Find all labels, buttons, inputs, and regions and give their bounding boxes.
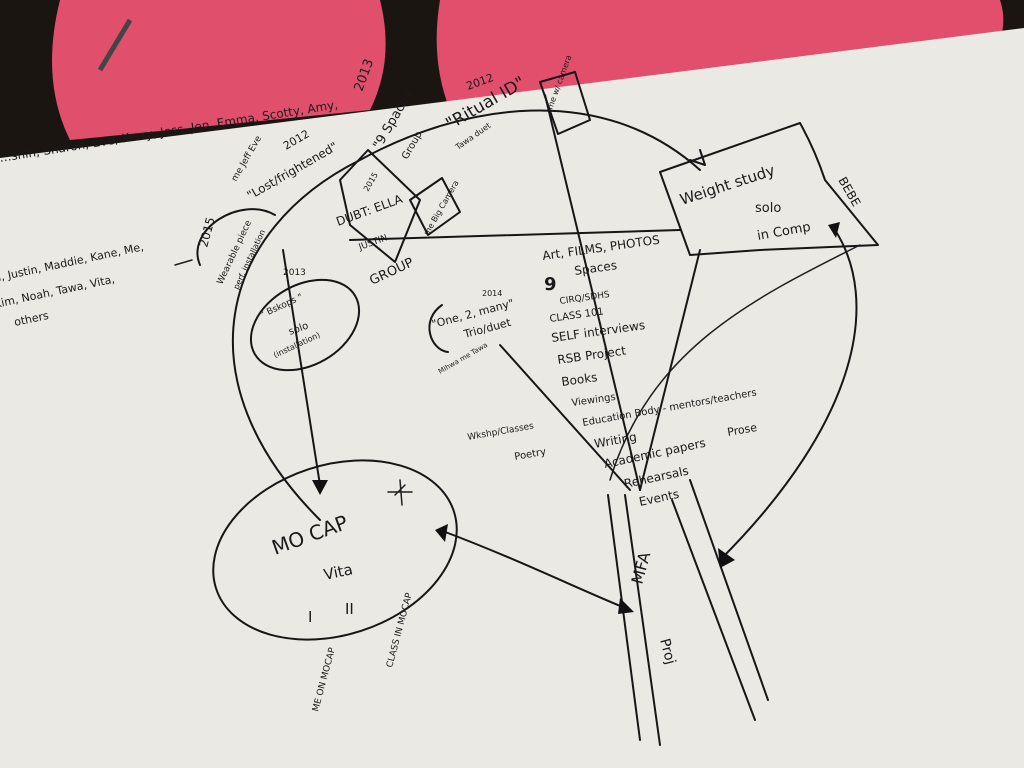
mfa-column bbox=[607, 479, 769, 746]
one2many-bracket bbox=[428, 304, 449, 353]
branch-poetry: Poetry bbox=[514, 447, 547, 463]
big-arc bbox=[231, 109, 701, 521]
funnel-line bbox=[639, 249, 701, 491]
list-number: 9 bbox=[544, 274, 557, 295]
solo-year: 2013 bbox=[283, 268, 306, 278]
horizontal-line bbox=[349, 229, 681, 241]
arrow-mocap-mfa bbox=[439, 529, 631, 611]
connector bbox=[174, 259, 193, 266]
solo-ellipse bbox=[249, 278, 361, 372]
weight-line2: solo bbox=[755, 201, 781, 216]
fabric-mark bbox=[97, 18, 133, 72]
wearable-bracket bbox=[196, 208, 276, 266]
paper bbox=[0, 28, 1024, 768]
arrowhead bbox=[689, 149, 706, 166]
funnel-line bbox=[544, 94, 641, 491]
dubt-ella-shape bbox=[339, 149, 421, 263]
mocap-sub: Vita bbox=[322, 560, 354, 584]
mocap-roman2: II bbox=[345, 600, 354, 618]
big-camera-box bbox=[409, 177, 461, 236]
pink-cushion-left bbox=[52, 0, 386, 140]
star-icon bbox=[387, 479, 413, 506]
arrow-to-mocap bbox=[282, 249, 321, 486]
me-camera-box bbox=[539, 71, 591, 135]
list-item: Books bbox=[560, 370, 598, 389]
mocap-ellipse bbox=[212, 459, 458, 641]
curve-line bbox=[609, 244, 861, 481]
arrow-weight-mfa bbox=[719, 229, 858, 561]
funnel-line bbox=[499, 344, 631, 491]
mocap-roman1: I bbox=[308, 608, 312, 626]
mfa-line2: Proj bbox=[656, 637, 678, 666]
branch-prose: Prose bbox=[726, 421, 758, 439]
weight-study-box bbox=[659, 122, 879, 256]
one2many-year: 2014 bbox=[482, 289, 502, 298]
